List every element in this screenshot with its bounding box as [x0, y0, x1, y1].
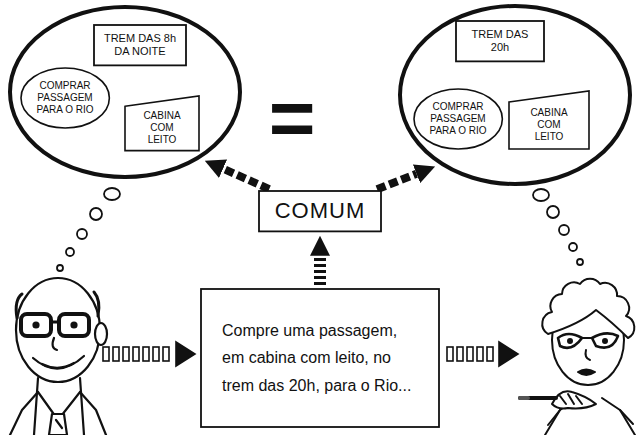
man-figure-part — [21, 314, 51, 336]
ticket-ellipse-border — [414, 89, 502, 149]
thought-dots-man-part — [77, 229, 87, 239]
thought-dots-man-part — [57, 265, 63, 271]
woman-figure-part — [560, 394, 582, 404]
node-text: COMPRAR PASSAGEM PARA O RIO — [429, 101, 487, 137]
thought-bubble: TREM DAS 20hCOMPRAR PASSAGEM PARA O RIO C… — [398, 4, 632, 186]
text-group: COMPRAR PASSAGEM PARA O RIO — [429, 101, 487, 137]
message-box-border — [201, 289, 439, 427]
ticket-ellipse: COMPRAR PASSAGEM PARA O RIO — [413, 88, 503, 150]
man-figure-part — [42, 363, 74, 368]
message-arrow-in — [447, 342, 518, 366]
message-arrow-in-part — [477, 347, 483, 361]
man-figure-part — [49, 414, 67, 435]
message-arrow-in-part — [447, 347, 453, 361]
cabin-shape-border — [125, 96, 199, 151]
woman-figure-part — [592, 333, 618, 347]
cabin-shape-border — [509, 91, 589, 149]
thought-dots-woman — [533, 189, 583, 265]
man-figure-part — [72, 323, 77, 328]
text-group: Compre uma passagem, em cabina com leito… — [222, 317, 418, 399]
man-figure-part — [34, 378, 84, 435]
man-figure-part — [16, 278, 100, 382]
thought-bubble-border — [10, 7, 240, 177]
man-figure-part — [10, 392, 106, 435]
woman-figure-part — [558, 334, 582, 348]
message-arrow-out-part — [123, 347, 129, 361]
message-arrow-in-part — [499, 342, 518, 366]
node-text: Compre uma passagem, em cabina com leito… — [222, 317, 418, 399]
message-arrow-out-part — [163, 347, 169, 361]
man-figure — [10, 278, 107, 435]
node-text: COMUM — [275, 198, 366, 224]
thought-dots-man-part — [66, 248, 74, 256]
message-arrow-in-part — [457, 347, 463, 361]
node-text: TREM DAS 8h DA NOITE — [103, 32, 177, 58]
man-figure-part — [51, 321, 59, 324]
thought-dots-man-part — [104, 188, 120, 200]
thought-dots-man-part — [90, 208, 102, 220]
train-box-border — [94, 25, 186, 65]
woman-figure-part — [520, 396, 528, 400]
woman-figure-part — [578, 370, 595, 376]
message-arrow-out-part — [176, 342, 195, 366]
cabin-shape: CABINA COM LEITO — [124, 95, 200, 152]
text-group: COMPRAR PASSAGEM PARA O RIO — [36, 80, 94, 116]
dashed-arrow — [314, 256, 326, 285]
woman-figure — [520, 279, 635, 435]
ticket-ellipse: COMPRAR PASSAGEM PARA O RIO — [20, 67, 110, 129]
message-arrow-in-part — [487, 347, 493, 361]
woman-figure-part — [586, 350, 591, 360]
dashed-arrow — [223, 169, 269, 189]
woman-figure-part — [582, 337, 592, 339]
man-figure-part — [34, 323, 39, 328]
message-arrow-out-part — [133, 347, 139, 361]
thought-dots-woman-part — [559, 225, 569, 235]
message-arrow-in-part — [467, 347, 473, 361]
man-figure-part — [59, 314, 89, 336]
thought-dots-woman-part — [533, 189, 549, 201]
man-figure-part — [53, 338, 57, 350]
ticket-ellipse-border — [21, 68, 109, 128]
text-group: CABINA COM LEITO — [139, 110, 185, 146]
message-box: Compre uma passagem, em cabina com leito… — [200, 288, 440, 428]
man-figure-part — [56, 420, 62, 428]
dashed-arrow — [377, 174, 416, 189]
node-text: CABINA COM LEITO — [526, 107, 572, 143]
thought-dots-woman-part — [577, 259, 583, 265]
common-box: COMUM — [258, 190, 382, 232]
woman-figure-part — [568, 339, 572, 343]
text-group: TREM DAS 20h — [470, 28, 530, 54]
message-arrow-out — [103, 342, 195, 366]
thought-bubble: TREM DAS 8h DA NOITE COMPRAR PASSAGEM PAR… — [8, 5, 242, 179]
text-group: CABINA COM LEITO — [526, 107, 572, 143]
thought-bubble-border — [400, 6, 630, 184]
node-text: TREM DAS 20h — [470, 28, 530, 54]
text-group: TREM DAS 8h DA NOITE — [103, 32, 177, 58]
thought-dots-woman-part — [569, 243, 577, 251]
woman-figure-part — [548, 410, 633, 425]
message-arrow-out-part — [143, 347, 149, 361]
node-text: CABINA COM LEITO — [139, 110, 185, 146]
common-box-border — [259, 191, 381, 231]
thought-dots-man — [57, 188, 120, 271]
text-group: COMUM — [275, 198, 366, 224]
message-arrow-out-part — [153, 347, 159, 361]
node-text: COMPRAR PASSAGEM PARA O RIO — [36, 80, 94, 116]
man-figure-part — [95, 323, 107, 345]
train-box: TREM DAS 20h — [455, 20, 545, 62]
woman-figure-part — [552, 391, 596, 408]
woman-figure-part — [520, 396, 556, 400]
message-arrow-out-part — [103, 347, 109, 361]
thought-dots-woman-part — [547, 206, 559, 218]
train-box-border — [456, 21, 544, 61]
woman-figure-part — [603, 339, 607, 343]
equals-sign: = — [257, 78, 327, 158]
man-figure-part — [33, 356, 84, 369]
train-box: TREM DAS 8h DA NOITE — [93, 24, 187, 66]
cabin-shape: CABINA COM LEITO — [508, 90, 590, 150]
woman-figure-part — [542, 279, 634, 338]
message-arrow-out-part — [113, 347, 119, 361]
